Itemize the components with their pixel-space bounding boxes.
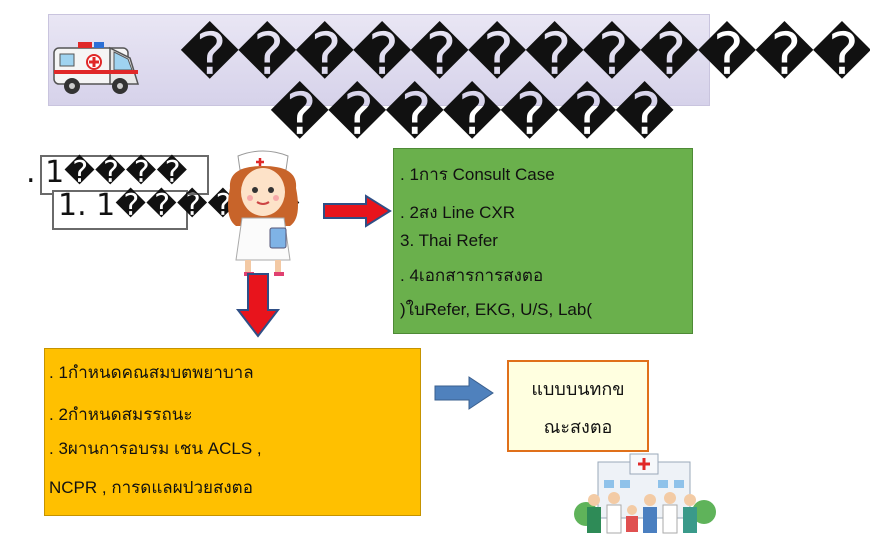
slide-title: ������������	[180, 20, 870, 88]
yellow-line-1: แบบบนทกข	[531, 379, 625, 399]
heading-box-2	[52, 190, 188, 230]
orange-line-3: . 3ผานการอบรม เชน ACLS ,	[49, 439, 262, 458]
arrow-right-red	[322, 194, 392, 232]
yellow-box: แบบบนทกข ณะสงตอ	[507, 360, 649, 452]
green-line-2: . 2สง Line CXR	[400, 203, 516, 222]
title-band	[48, 14, 710, 106]
orange-box: . 1กำหนดคณสมบตพยาบาล . 2กำหนดสมรรถนะ . 3…	[44, 348, 421, 516]
heading-1: . 1����	[26, 155, 188, 190]
ambulance-icon	[52, 28, 142, 98]
green-line-3: 3. Thai Refer	[400, 231, 498, 250]
orange-line-1: . 1กำหนดคณสมบตพยาบาล	[49, 363, 254, 382]
green-line-5: )ใบRefer, EKG, U/S, Lab(	[400, 300, 592, 319]
hospital-staff-icon	[574, 452, 716, 536]
orange-line-2: . 2กำหนดสมรรถนะ	[49, 405, 193, 424]
nurse-icon	[208, 148, 318, 276]
yellow-line-2: ณะสงตอ	[543, 417, 613, 437]
green-line-1: . 1การ Consult Case	[400, 165, 555, 184]
arrow-down-red	[235, 272, 281, 342]
orange-line-4: NCPR , การดแลผปวยสงตอ	[49, 478, 253, 497]
green-box: . 1การ Consult Case . 2สง Line CXR 3. Th…	[393, 148, 693, 334]
green-line-4: . 4เอกสารการสงตอ	[400, 266, 544, 285]
slide-title-line2: �������	[270, 80, 674, 148]
arrow-right-blue	[433, 375, 495, 415]
